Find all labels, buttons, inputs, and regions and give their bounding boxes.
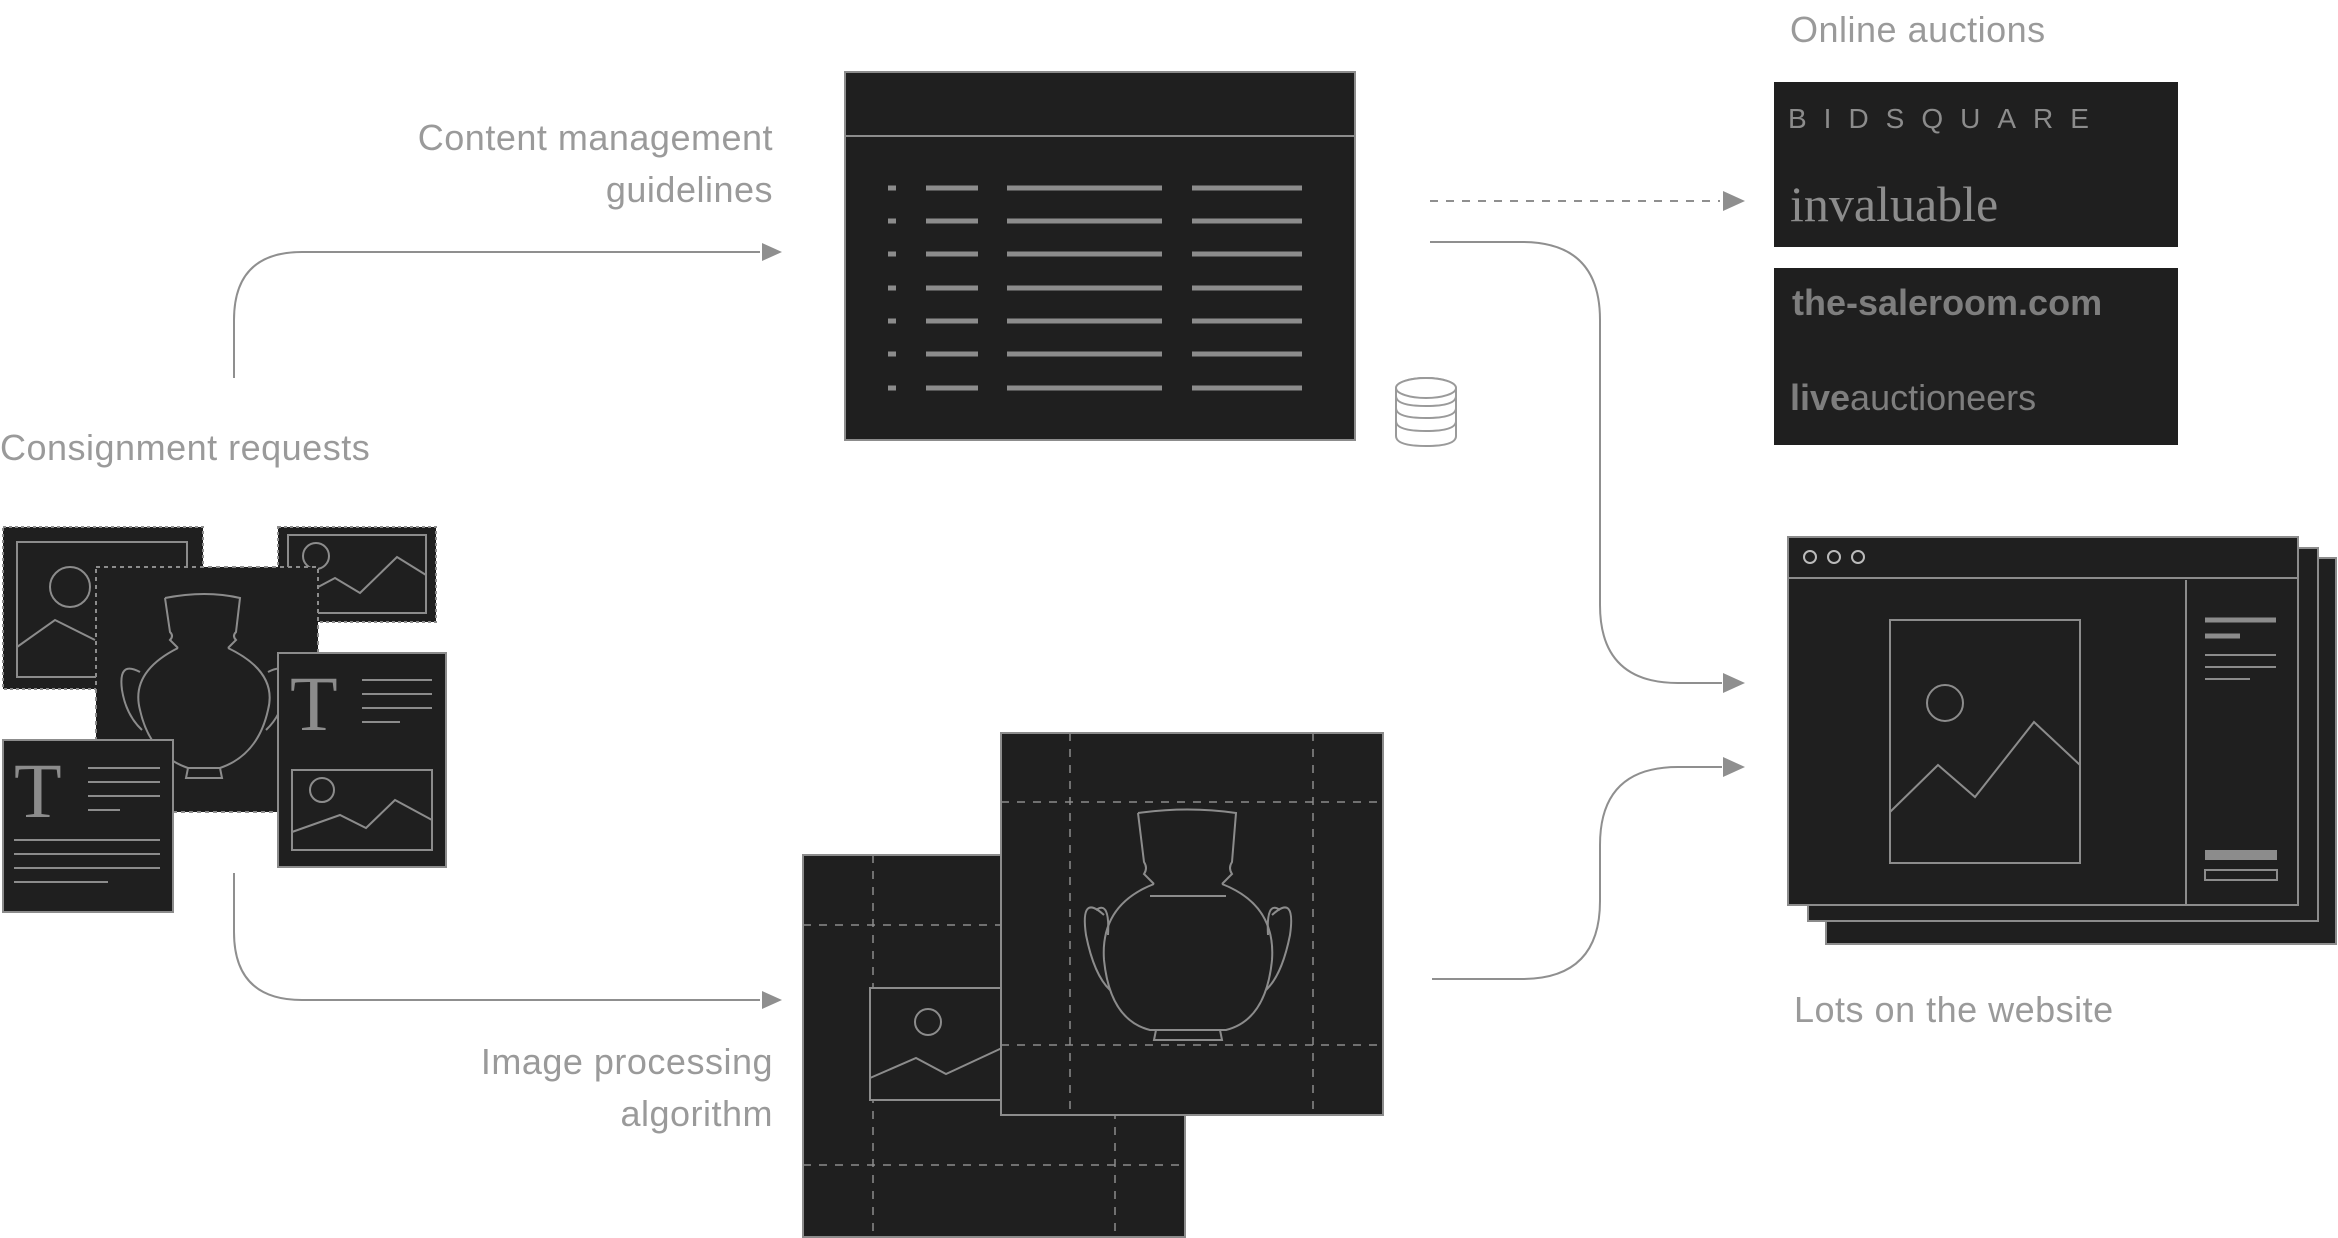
label-image-processing: Image processing algorithm bbox=[480, 1041, 773, 1134]
logo-invaluable: invaluable bbox=[1790, 176, 1998, 232]
logo-liveauctioneers: liveauctioneers bbox=[1790, 377, 2036, 418]
label-online-auctions: Online auctions bbox=[1790, 9, 2046, 50]
text-t-glyph-1: T bbox=[290, 660, 338, 747]
arrow-image-processing-to-website bbox=[1432, 766, 1722, 980]
auction-logos-group-2: the-saleroom.com liveauctioneers bbox=[1774, 268, 2178, 445]
logo-saleroom: the-saleroom.com bbox=[1792, 282, 2102, 323]
consignment-cards: T T bbox=[2, 526, 447, 913]
label-lots-website: Lots on the website bbox=[1794, 989, 2114, 1030]
label-content-guidelines: Content management guidelines bbox=[417, 117, 773, 210]
arrow-consignment-to-guidelines bbox=[233, 251, 760, 378]
arrow-guidelines-to-website bbox=[1430, 241, 1722, 684]
auction-logos-group-1: BIDSQUARE invaluable bbox=[1774, 82, 2178, 247]
logo-bidsquare: BIDSQUARE bbox=[1788, 103, 2106, 134]
content-guidelines-table bbox=[844, 71, 1356, 441]
database-icon bbox=[1395, 377, 1457, 448]
website-windows bbox=[1787, 536, 2337, 945]
flow-connectors bbox=[233, 191, 1745, 1009]
arrow-consignment-to-image-processing bbox=[233, 873, 760, 1001]
vase-large-icon bbox=[1083, 808, 1293, 1041]
text-t-glyph-2: T bbox=[14, 747, 62, 834]
image-processing-panels bbox=[802, 732, 1384, 1238]
label-consignment-requests: Consignment requests bbox=[0, 427, 371, 468]
